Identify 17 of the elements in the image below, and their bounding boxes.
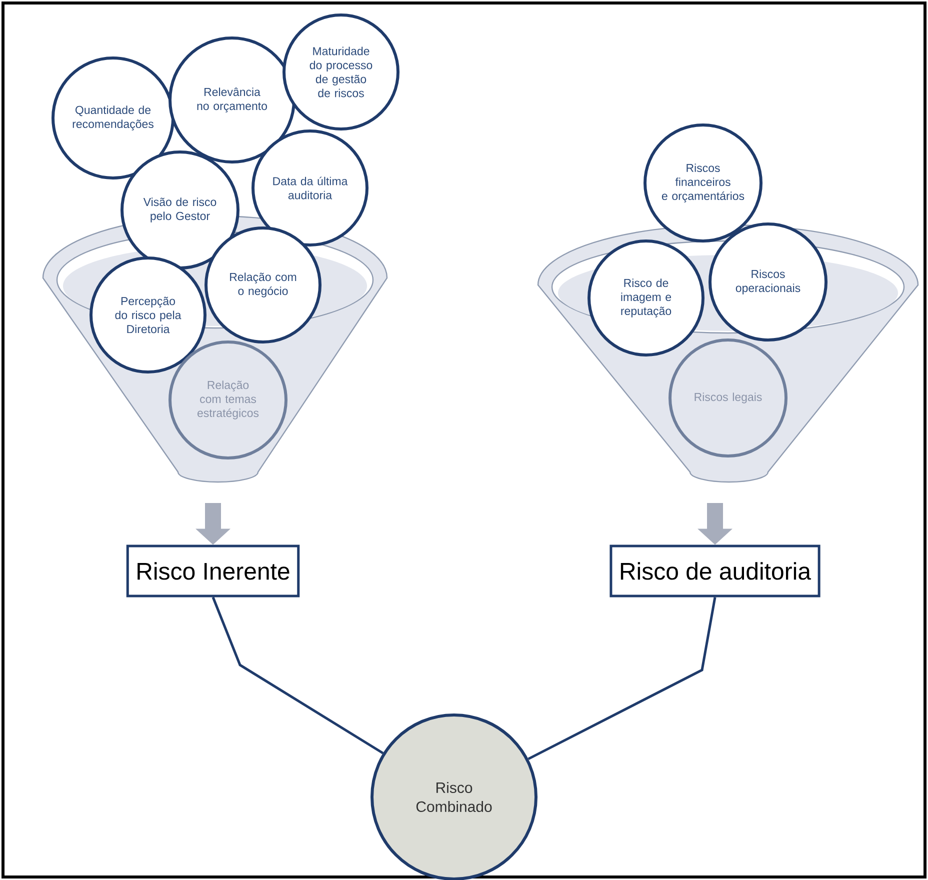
- circle-node: Relação com o negócio: [204, 226, 322, 344]
- text-box: Risco Inerente: [126, 544, 300, 598]
- circle-node: Relação com temas estratégicos: [168, 340, 288, 460]
- circle-node: Risco Combinado: [370, 714, 538, 880]
- text-box: Risco de auditoria: [610, 544, 820, 598]
- circle-node: Riscos financeiros e orçamentários: [644, 123, 763, 242]
- circle-node: Riscos operacionais: [708, 222, 828, 342]
- circle-node: Quantidade de recomendações: [52, 56, 174, 180]
- circle-node: Maturidade do processo de gestão de riscos: [282, 13, 400, 130]
- circle-node: Visão de risco pelo Gestor: [120, 150, 240, 270]
- connector-line: [528, 597, 716, 760]
- circle-node: Relevância no orçamento: [168, 36, 296, 164]
- circle-node: Riscos legais: [668, 338, 788, 458]
- circle-node: Data da última auditoria: [252, 130, 368, 246]
- circle-node: Risco de imagem e reputação: [588, 240, 704, 356]
- connector-line: [212, 596, 384, 754]
- circle-node: Percepção do risco pela Diretoria: [90, 256, 206, 374]
